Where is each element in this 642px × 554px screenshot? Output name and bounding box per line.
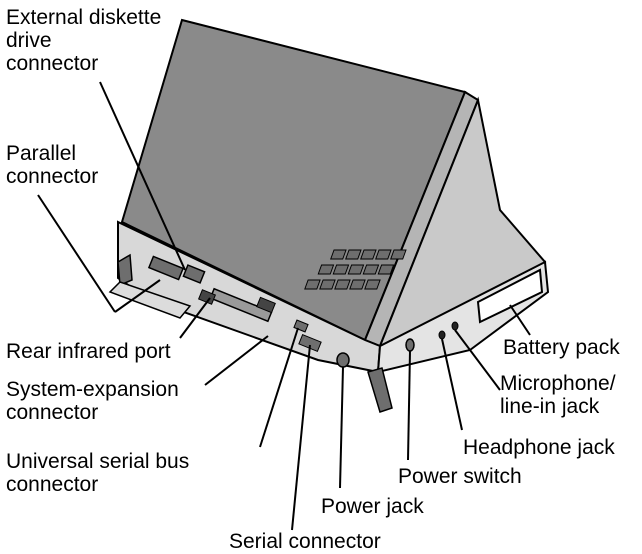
label-system-expansion: System-expansion connector — [6, 378, 179, 424]
headphone-jack-shape — [438, 330, 446, 340]
infrared-window — [197, 289, 217, 305]
leader-usb — [259, 327, 299, 448]
rear-flap — [108, 281, 192, 319]
vent-grille — [256, 296, 276, 314]
rear-foot — [367, 367, 393, 413]
keyboard-keys — [304, 249, 407, 290]
usb-port-shape — [293, 319, 309, 333]
leader-serial — [291, 344, 311, 531]
parallel-port-shape — [147, 255, 185, 281]
battery-pack — [476, 268, 544, 324]
label-external-diskette: External diskette drive connector — [6, 6, 162, 75]
label-usb: Universal serial bus connector — [6, 450, 190, 496]
power-switch-shape — [405, 338, 415, 352]
label-headphone: Headphone jack — [463, 436, 615, 459]
diskette-port-shape — [182, 264, 206, 284]
label-power-switch: Power switch — [398, 465, 522, 488]
power-jack-shape — [336, 352, 350, 368]
leader-parallel — [37, 194, 116, 313]
label-battery: Battery pack — [503, 336, 620, 359]
leader-rear-infrared — [179, 297, 211, 339]
serial-port-shape — [298, 333, 322, 353]
leader-power-jack — [339, 366, 344, 489]
leader-system-expansion — [204, 335, 269, 386]
microphone-jack-shape — [451, 321, 459, 331]
leader-microphone — [454, 329, 501, 391]
leader-parallel-2 — [114, 279, 161, 313]
left-foot — [117, 253, 133, 287]
leader-battery — [509, 304, 531, 336]
leader-headphone — [441, 338, 463, 431]
label-rear-infrared: Rear infrared port — [6, 340, 171, 363]
leader-external-diskette — [99, 81, 186, 271]
label-serial: Serial connector — [229, 530, 381, 553]
label-microphone: Microphone/ line-in jack — [500, 372, 616, 418]
leader-power-switch — [407, 350, 411, 461]
label-power-jack: Power jack — [321, 495, 424, 518]
label-parallel: Parallel connector — [6, 142, 99, 188]
